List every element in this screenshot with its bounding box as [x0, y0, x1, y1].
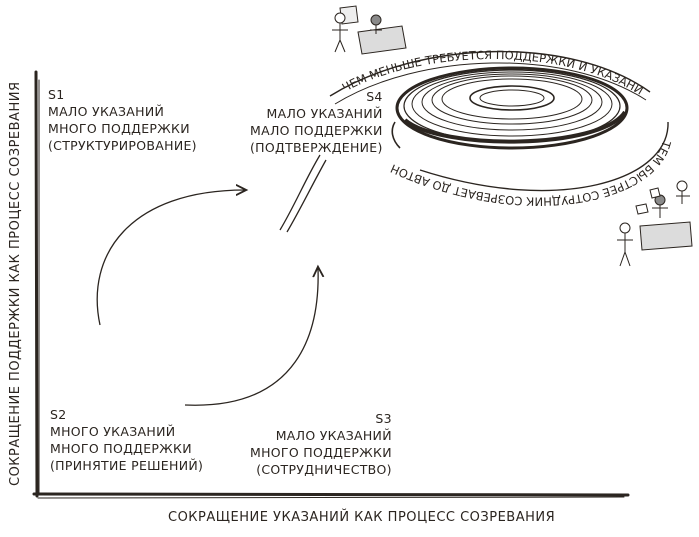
quadrant-s4: S4 МАЛО УКАЗАНИЙ МАЛО ПОДДЕРЖКИ (ПОДТВЕР… [250, 88, 383, 156]
spiral-outer-text: ЧЕМ МЕНЬШЕ ТРЕБУЕТСЯ ПОДДЕРЖКИ И УКАЗАНИ… [0, 0, 646, 98]
transition-arrows [96, 154, 327, 406]
quadrant-s2-code: S2 [50, 407, 67, 422]
y-axis-line [34, 70, 39, 498]
x-axis-label: СОКРАЩЕНИЕ УКАЗАНИЙ КАК ПРОЦЕСС СОЗРЕВАН… [168, 510, 556, 525]
arrow-s2-to-s3-to-s4 [184, 268, 318, 406]
quadrant-s3: S3 МАЛО УКАЗАНИЙ МНОГО ПОДДЕРЖКИ (СОТРУД… [250, 410, 392, 478]
x-axis-line [32, 492, 630, 497]
y-axis-label: СОКРАЩЕНИЕ ПОДДЕРЖКИ КАК ПРОЦЕСС СОЗРЕВА… [8, 81, 23, 486]
quadrant-s1-line3: (СТРУКТУРИРОВАНИЕ) [48, 138, 197, 153]
quadrant-s2-line2: МНОГО ПОДДЕРЖКИ [50, 441, 192, 456]
quadrant-s3-line3: (СОТРУДНИЧЕСТВО) [256, 462, 392, 477]
quadrant-s2-line3: (ПРИНЯТИЕ РЕШЕНИЙ) [50, 458, 204, 473]
office-worker-illustration-bottom [617, 180, 693, 267]
quadrant-s1: S1 МАЛО УКАЗАНИЙ МНОГО ПОДДЕРЖКИ (СТРУКТ… [48, 86, 197, 154]
quadrant-s1-line1: МАЛО УКАЗАНИЙ [48, 104, 165, 119]
office-worker-illustration-top [332, 5, 407, 55]
quadrant-s1-code: S1 [48, 87, 65, 102]
arrow-s4-to-spiral [279, 154, 327, 233]
quadrant-s2: S2 МНОГО УКАЗАНИЙ МНОГО ПОДДЕРЖКИ (ПРИНЯ… [50, 406, 203, 474]
quadrant-s1-line2: МНОГО ПОДДЕРЖКИ [48, 121, 190, 136]
arrow-s2-to-s1-to-s4 [96, 190, 245, 326]
quadrant-s4-line3: (ПОДТВЕРЖДЕНИЕ) [250, 140, 383, 155]
quadrant-s4-line1: МАЛО УКАЗАНИЙ [266, 106, 383, 121]
quadrant-s4-line2: МАЛО ПОДДЕРЖКИ [250, 123, 383, 138]
quadrant-s3-line2: МНОГО ПОДДЕРЖКИ [250, 445, 392, 460]
maturity-spiral [329, 50, 669, 192]
quadrant-s3-line1: МАЛО УКАЗАНИЙ [275, 428, 392, 443]
quadrant-s3-code: S3 [375, 411, 392, 426]
axes [32, 70, 630, 499]
quadrant-s4-code: S4 [366, 89, 383, 104]
quadrant-s2-line1: МНОГО УКАЗАНИЙ [50, 424, 176, 439]
